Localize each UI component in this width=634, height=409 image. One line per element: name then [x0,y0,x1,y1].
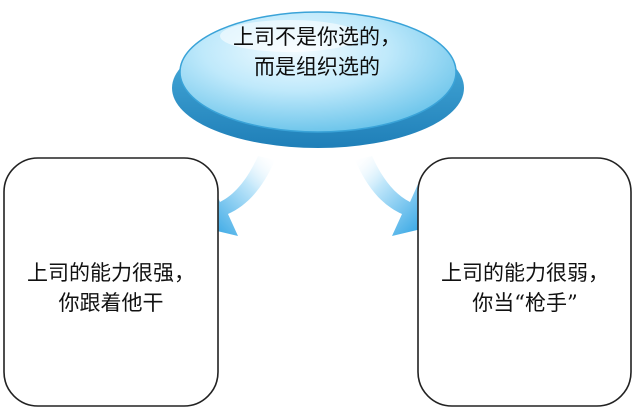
left-node-line1: 上司的能力很强， [27,261,195,285]
right-node-text: 上司的能力很弱， 你当“枪手” [418,258,632,318]
left-node-box [3,157,219,407]
top-node-disc [172,11,464,148]
right-node-line2: 你当“枪手” [472,291,578,315]
disc-highlight [220,20,360,52]
top-node-text: 上司不是你选的， 而是组织选的 [207,22,427,82]
arrow-right [355,156,434,236]
top-node-line2: 而是组织选的 [254,55,380,79]
right-node-line1: 上司的能力很弱， [441,261,609,285]
left-node-text: 上司的能力很强， 你跟着他干 [4,258,218,318]
left-node-line2: 你跟着他干 [58,291,164,315]
top-node-line1: 上司不是你选的， [233,25,401,49]
right-node-box [417,157,632,407]
